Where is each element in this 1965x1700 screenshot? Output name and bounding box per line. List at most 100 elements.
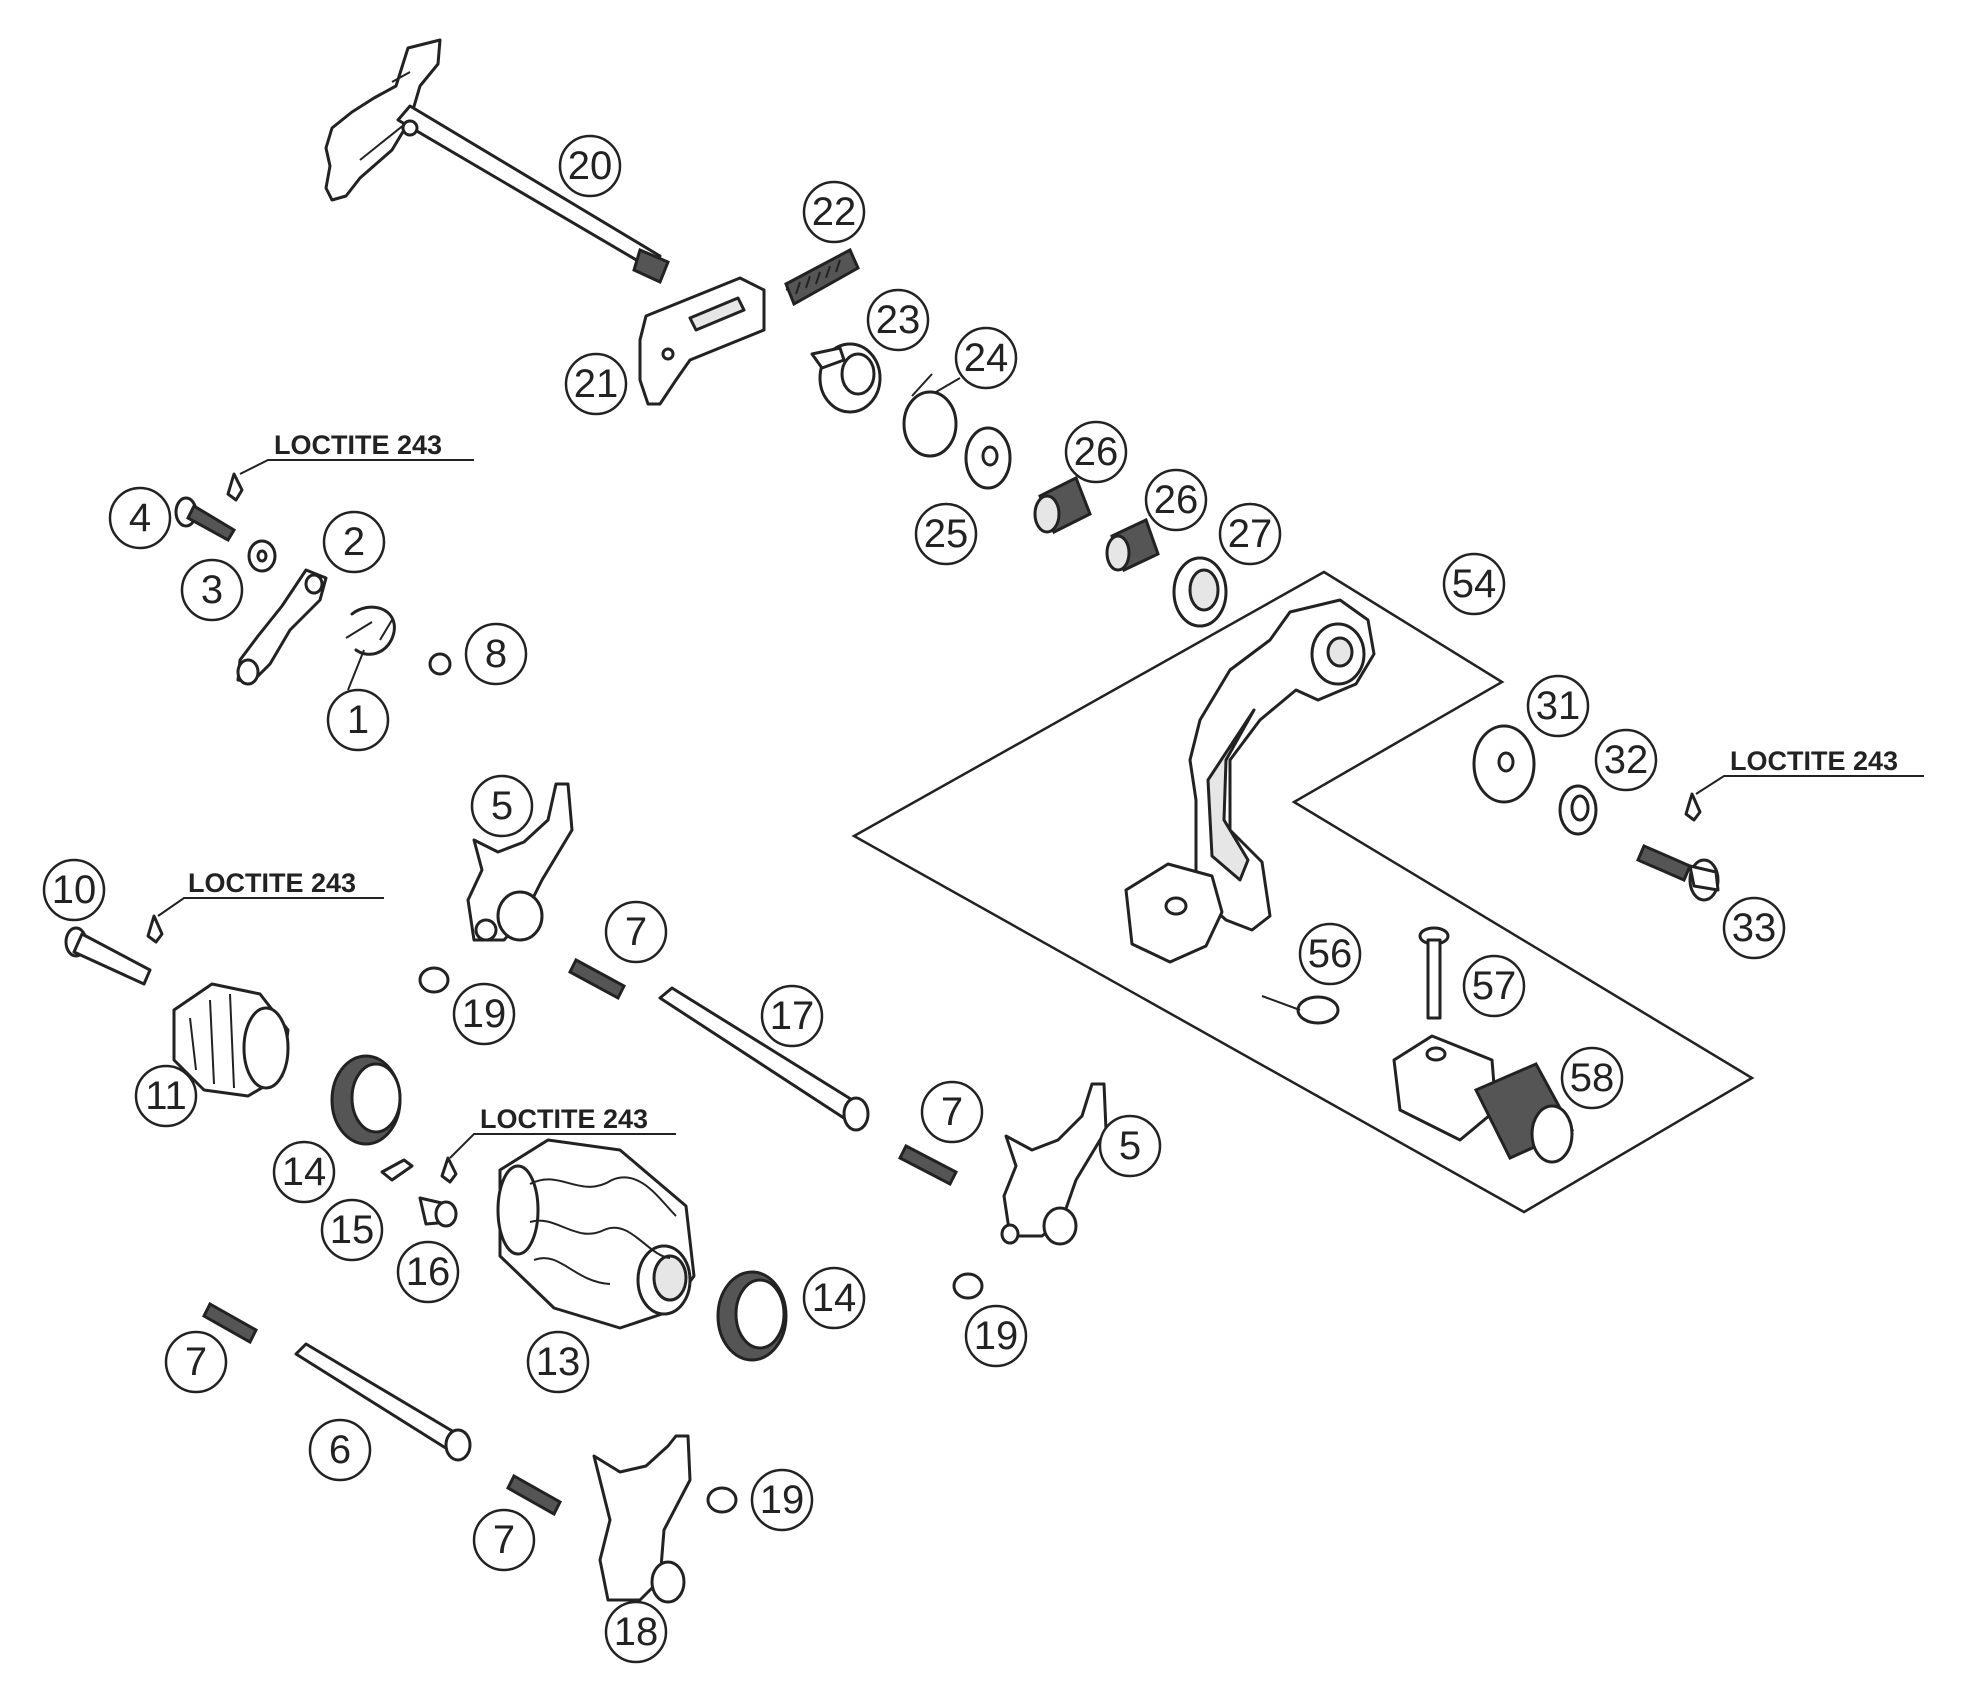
pin-part-15 <box>380 1158 414 1182</box>
callout-18: 18 <box>604 1600 668 1664</box>
svg-text:4: 4 <box>129 496 151 540</box>
svg-text:57: 57 <box>1472 964 1517 1008</box>
svg-text:25: 25 <box>924 512 969 556</box>
callout-32: 32 <box>1594 728 1658 792</box>
shift-shaft-part-20 <box>324 38 670 285</box>
spring-washer-part-32 <box>1558 784 1598 836</box>
callout-21: 21 <box>564 352 628 416</box>
footpeg-part-58 <box>1392 1034 1575 1164</box>
svg-text:1: 1 <box>347 698 369 742</box>
svg-text:19: 19 <box>462 992 507 1036</box>
washer-part-31 <box>1472 724 1536 804</box>
gear-segment-part-11 <box>172 982 290 1098</box>
callout-19c: 19 <box>750 1468 814 1532</box>
roller-part-19b <box>952 1272 984 1300</box>
svg-text:19: 19 <box>760 1478 805 1522</box>
callout-27: 27 <box>1218 502 1282 566</box>
loctite-label-2: LOCTITE 243 <box>1695 746 1924 795</box>
callout-58: 58 <box>1560 1046 1624 1110</box>
seal-part-14b <box>716 1270 788 1362</box>
spring-part-7b <box>897 1143 959 1187</box>
callout-22: 22 <box>802 180 866 244</box>
callout-31: 31 <box>1526 674 1590 738</box>
callout-14b: 14 <box>802 1266 866 1330</box>
callout-19a: 19 <box>452 982 516 1046</box>
callout-20: 20 <box>558 134 622 198</box>
spring-part-1 <box>345 605 396 691</box>
shift-fork-part-5b <box>1000 1082 1108 1246</box>
loctite-drop-3 <box>146 914 164 944</box>
svg-text:5: 5 <box>1119 1124 1141 1168</box>
rod-part-17 <box>658 986 870 1132</box>
callout-1: 1 <box>326 688 390 752</box>
svg-text:20: 20 <box>568 144 613 188</box>
callout-7b: 7 <box>920 1080 984 1144</box>
callout-25: 25 <box>914 502 978 566</box>
svg-text:5: 5 <box>491 784 513 828</box>
callout-4: 4 <box>108 486 172 550</box>
svg-text:13: 13 <box>536 1340 581 1384</box>
svg-text:26: 26 <box>1154 478 1199 522</box>
svg-text:7: 7 <box>625 910 647 954</box>
needle-bearing-part-26b <box>1105 517 1160 573</box>
washer-hole-part-3 <box>256 549 268 563</box>
svg-text:19: 19 <box>974 1314 1019 1358</box>
svg-text:31: 31 <box>1536 684 1581 728</box>
svg-text:6: 6 <box>329 1428 351 1472</box>
callout-33: 33 <box>1722 896 1786 960</box>
callout-14a: 14 <box>272 1140 336 1204</box>
callout-6: 6 <box>308 1418 372 1482</box>
svg-text:54: 54 <box>1452 562 1497 606</box>
svg-text:2: 2 <box>343 520 365 564</box>
callout-19b: 19 <box>964 1304 1028 1368</box>
callout-7d: 7 <box>472 1508 536 1572</box>
bolt-part-10 <box>64 926 152 986</box>
svg-text:56: 56 <box>1308 932 1353 976</box>
svg-text:17: 17 <box>770 994 815 1038</box>
svg-text:27: 27 <box>1228 512 1273 556</box>
svg-text:24: 24 <box>964 336 1009 380</box>
spring-part-7c <box>202 1301 258 1345</box>
svg-text:33: 33 <box>1732 906 1777 950</box>
svg-text:22: 22 <box>812 190 857 234</box>
shift-lever-part-54 <box>1124 598 1376 964</box>
svg-text:14: 14 <box>282 1150 327 1194</box>
callout-54: 54 <box>1442 552 1506 616</box>
callout-24: 24 <box>954 326 1018 390</box>
svg-text:7: 7 <box>493 1518 515 1562</box>
callout-26a: 26 <box>1064 420 1128 484</box>
rod-part-6 <box>294 1342 472 1462</box>
spring-part-7d <box>506 1473 562 1517</box>
pin-part-57 <box>1418 926 1450 1020</box>
loctite-label-1: LOCTITE 243 <box>239 430 474 475</box>
callout-10: 10 <box>42 858 106 922</box>
callout-23: 23 <box>866 288 930 352</box>
plate-part-21 <box>638 276 766 406</box>
svg-text:3: 3 <box>201 568 223 612</box>
shift-lever-assembly-outline <box>851 570 1755 1214</box>
spring-part-22 <box>784 247 860 307</box>
svg-text:8: 8 <box>485 632 507 676</box>
svg-text:7: 7 <box>941 1090 963 1134</box>
callout-56: 56 <box>1298 922 1362 986</box>
svg-text:58: 58 <box>1570 1056 1615 1100</box>
bush-part-16 <box>418 1196 458 1228</box>
washer-part-25 <box>964 426 1012 490</box>
callout-57: 57 <box>1462 954 1526 1018</box>
ring-part-56 <box>1261 995 1340 1025</box>
svg-text:LOCTITE 243: LOCTITE 243 <box>1730 746 1898 776</box>
svg-text:LOCTITE 243: LOCTITE 243 <box>480 1104 648 1134</box>
shift-fork-part-18 <box>592 1434 692 1604</box>
shift-fork-part-5a <box>466 782 574 942</box>
svg-text:LOCTITE 243: LOCTITE 243 <box>274 430 442 460</box>
svg-text:10: 10 <box>52 868 97 912</box>
callout-5a: 5 <box>470 774 534 838</box>
svg-text:21: 21 <box>574 362 619 406</box>
loctite-drop-2 <box>1684 792 1702 822</box>
seal-part-14a <box>330 1054 402 1146</box>
loctite-label-4: LOCTITE 243 <box>449 1104 676 1159</box>
svg-text:32: 32 <box>1604 738 1649 782</box>
clip-part-23 <box>810 342 882 414</box>
svg-text:11: 11 <box>145 1074 187 1118</box>
callout-8: 8 <box>464 622 528 686</box>
